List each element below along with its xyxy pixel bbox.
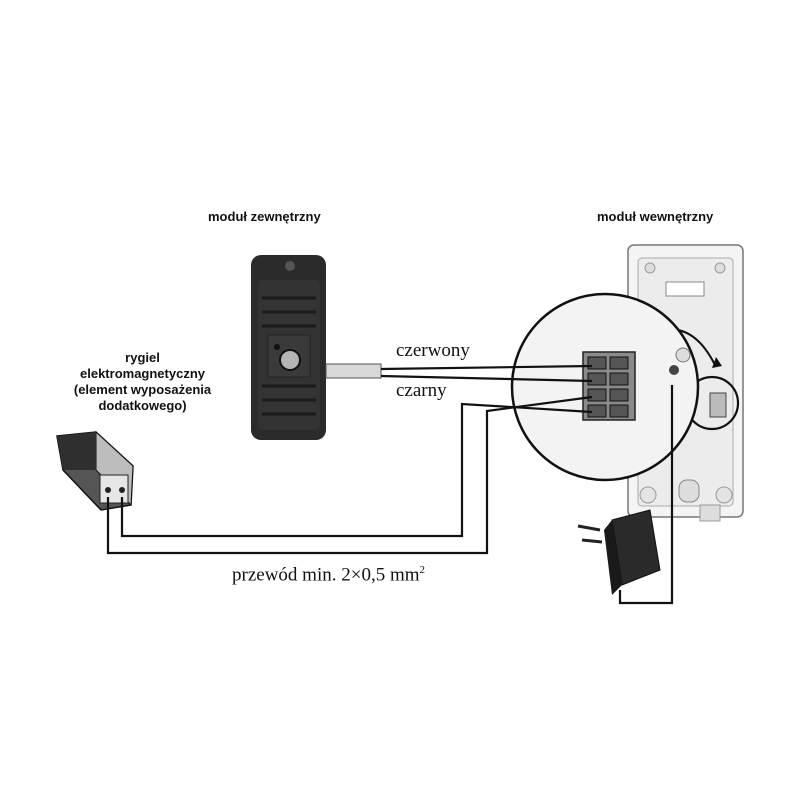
wiring-lines — [106, 364, 674, 605]
lock-label-line3: (element wyposażenia — [73, 382, 212, 397]
lock-wire-b — [120, 402, 593, 538]
red-wire — [380, 364, 593, 371]
cable-spec-exponent: 2 — [419, 564, 426, 576]
lock-label-line1: rygiel — [125, 350, 160, 365]
black-wire — [380, 374, 593, 383]
lock-label-line2: elektromagnetyczny — [80, 366, 205, 381]
outdoor-panel-icon — [251, 255, 382, 440]
power-wire — [618, 385, 674, 605]
door-lock-icon — [56, 430, 134, 511]
lock-label: rygiel elektromagnetyczny (element wypos… — [50, 350, 235, 414]
cable-spec-label: przewód min. 2×0,5 mm2 — [232, 564, 425, 586]
indoor-module-label: moduł wewnętrzny — [597, 209, 714, 224]
terminal-block-icon — [510, 292, 700, 482]
red-wire-label: czerwony — [396, 340, 470, 361]
black-wire-label: czarny — [396, 380, 447, 401]
power-adapter-icon — [577, 509, 661, 595]
lock-wire-a — [106, 395, 593, 555]
outdoor-module-label: moduł zewnętrzny — [208, 209, 321, 224]
lock-label-line4: dodatkowego) — [98, 398, 187, 413]
cable-spec-text: przewód min. 2×0,5 mm — [232, 564, 420, 586]
